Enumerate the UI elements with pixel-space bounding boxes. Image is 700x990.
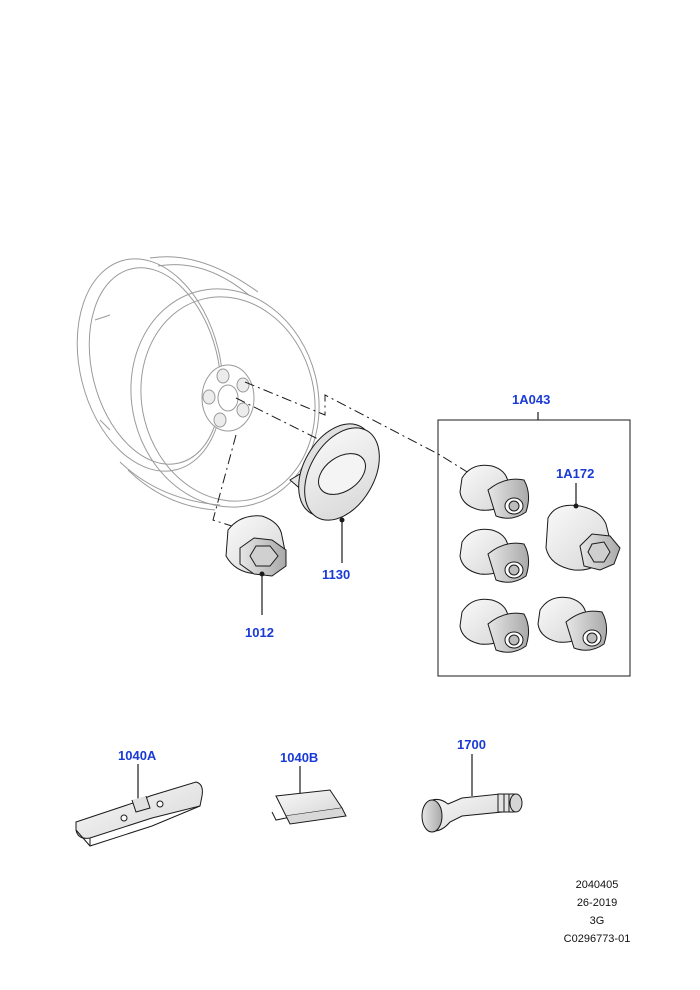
callout-1A043[interactable]: 1A043: [512, 392, 551, 407]
callout-1012[interactable]: 1012: [245, 625, 274, 640]
reference-line-3: 3G: [589, 915, 605, 927]
callout-1700[interactable]: 1700: [457, 737, 486, 752]
reference-line-4: C0296773-01: [563, 933, 631, 945]
locking-nut-kit-box: [437, 412, 631, 677]
centre-cap-1130[interactable]: [283, 411, 394, 563]
callout-1040B[interactable]: 1040B: [280, 750, 319, 765]
reference-line-1: 2040405: [575, 879, 619, 891]
locking-key-1A172[interactable]: [545, 483, 621, 571]
wheel-nut-1012[interactable]: [225, 515, 287, 615]
callout-1130[interactable]: 1130: [322, 567, 351, 582]
lock-nut-4[interactable]: [537, 596, 608, 651]
lock-nut-2[interactable]: [459, 528, 530, 583]
dashed-leaders: [212, 381, 473, 529]
callout-1A172[interactable]: 1A172: [556, 466, 595, 481]
balance-weight-1040A[interactable]: [75, 764, 203, 847]
reference-line-2: 26-2019: [576, 897, 618, 909]
lock-nut-1[interactable]: [459, 464, 530, 519]
wheel-rim: [76, 256, 320, 511]
lock-nut-3[interactable]: [459, 598, 530, 653]
tyre-valve-1700[interactable]: [421, 754, 523, 833]
balance-weight-1040B[interactable]: [271, 766, 347, 825]
callout-1040A[interactable]: 1040A: [118, 748, 157, 763]
